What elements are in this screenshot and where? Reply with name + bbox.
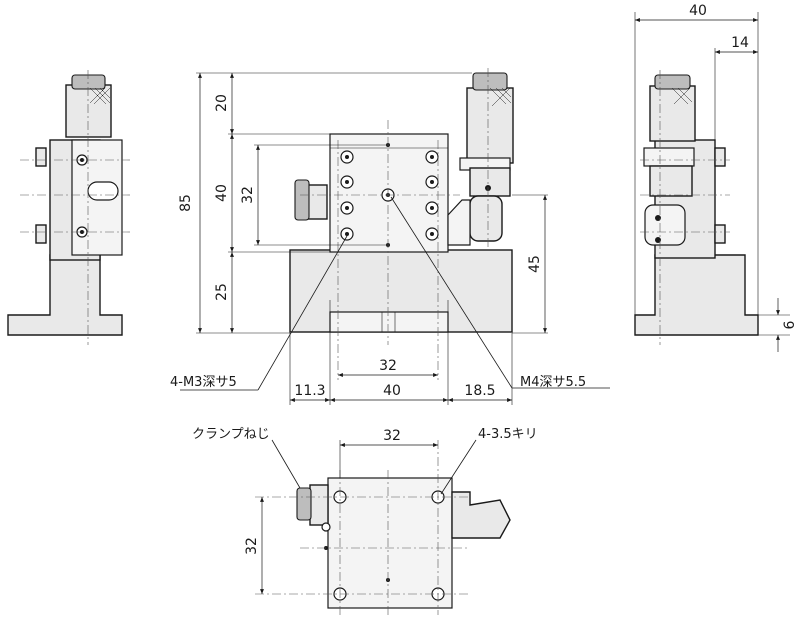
right-side-view [634, 70, 759, 345]
note-through-holes: 4-3.5キリ [478, 427, 538, 442]
dim-side-total-width: 40 [689, 3, 707, 19]
left-view-slot [87, 181, 119, 201]
bottom-view-micrometer-tip [451, 491, 511, 539]
front-view [289, 68, 514, 380]
bottom-view-plate [327, 477, 453, 609]
dim-side-base-thickness: 6 [782, 320, 798, 329]
front-view-micrometer-body [466, 87, 514, 164]
front-view-micrometer-spindle [469, 195, 503, 242]
dim-table-height: 45 [527, 255, 543, 273]
right-view-spindle [644, 204, 686, 246]
front-view-base-slot [329, 311, 449, 333]
dim-mounting-spacing: 32 [240, 186, 256, 204]
right-view-base [634, 254, 759, 336]
dim-hole-pitch-x: 32 [379, 358, 397, 374]
dim-stage-height: 40 [214, 184, 230, 202]
front-view-clamp-body [306, 184, 328, 220]
dimension-labels: 85 20 40 32 25 45 32 11.3 40 18.5 40 14 … [178, 3, 798, 555]
dimension-lines [180, 12, 790, 594]
front-view-clamp-knob [294, 179, 310, 221]
right-view-micrometer-body [649, 85, 696, 142]
dim-total-height: 85 [178, 194, 194, 212]
m4-leader [390, 196, 513, 389]
right-view-micrometer-cap [654, 74, 691, 90]
bottom-view-clamp-body [309, 484, 329, 526]
right-view-knob-top [714, 147, 726, 167]
left-view-side-knob-bottom [35, 224, 47, 244]
left-view-knurl [89, 87, 111, 105]
right-view-sleeve [649, 165, 693, 197]
right-view-knurl [671, 87, 693, 105]
through-hole-leader [440, 439, 477, 495]
right-view-knob-bottom [714, 224, 726, 244]
dim-bottom-pitch-y: 32 [244, 537, 260, 555]
left-view-side-knob-top [35, 147, 47, 167]
left-view-micrometer-cap [71, 74, 106, 90]
dim-left-offset: 11.3 [294, 383, 325, 399]
clamp-leader [271, 439, 301, 489]
dim-bottom-pitch-x: 32 [383, 428, 401, 444]
m3-leader [257, 235, 348, 391]
front-view-micrometer-cap [472, 72, 508, 91]
left-side-view [7, 70, 130, 345]
front-view-micrometer-bracket [447, 199, 471, 246]
annotation-notes: 4-M3深サ5 M4深サ5.5 クランプねじ 4-3.5キリ [170, 375, 586, 442]
front-view-m3-holes [340, 150, 439, 241]
dim-stage-width: 40 [383, 383, 401, 399]
bottom-view-clamp-knob [296, 487, 312, 521]
right-view-scale [643, 147, 695, 167]
dim-side-micrometer-offset: 14 [731, 35, 749, 51]
front-view-micrometer-sleeve [469, 167, 511, 197]
note-center-hole: M4深サ5.5 [520, 375, 586, 390]
bottom-view [255, 440, 511, 615]
note-tapped-holes: 4-M3深サ5 [170, 375, 237, 390]
dim-right-offset: 18.5 [464, 383, 495, 399]
dim-top-offset: 20 [214, 94, 230, 112]
front-view-micrometer-knurl [489, 87, 512, 107]
left-view-base [7, 254, 123, 336]
left-view-micrometer-body [65, 84, 112, 138]
dim-base-offset: 25 [214, 283, 230, 301]
note-clamp-screw: クランプねじ [192, 427, 270, 442]
